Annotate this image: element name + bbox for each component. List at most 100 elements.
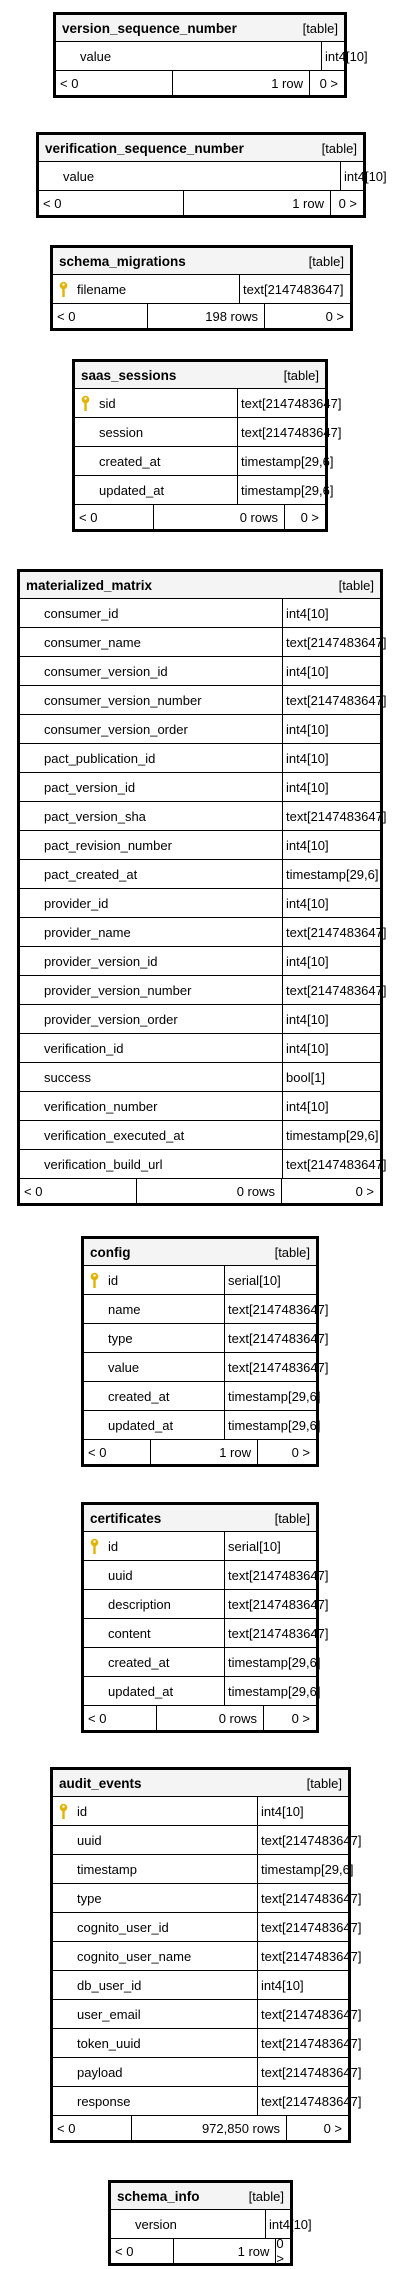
column-name-cell: uuid: [84, 1561, 225, 1589]
column-name-cell: created_at: [84, 1648, 225, 1676]
prev-page-link[interactable]: < 0: [111, 2239, 174, 2263]
column-type: timestamp[29,6]: [261, 1861, 354, 1877]
column-row[interactable]: id serial[10]: [84, 1266, 316, 1295]
table-name: materialized_matrix: [26, 577, 153, 593]
prev-page-link[interactable]: < 0: [39, 191, 184, 215]
row-count: 0 rows: [154, 505, 285, 529]
row-count: 198 rows: [148, 304, 265, 328]
row-count: 0 rows: [157, 1706, 264, 1730]
next-page-link[interactable]: 0 >: [291, 1444, 310, 1460]
column-name-cell: updated_at: [84, 1677, 225, 1705]
prev-page-link[interactable]: < 0: [84, 1706, 157, 1730]
next-page-link[interactable]: 0 >: [291, 1710, 310, 1726]
column-name-cell: provider_version_id: [20, 947, 283, 975]
column-name: id: [108, 1272, 119, 1288]
column-name: filename: [77, 281, 127, 297]
next-page-link[interactable]: 0 >: [300, 509, 319, 525]
column-type: serial[10]: [228, 1272, 281, 1288]
column-type: text[2147483647]: [228, 1301, 329, 1317]
next-page-link[interactable]: 0 >: [325, 308, 344, 324]
prev-page-link[interactable]: < 0: [20, 1179, 137, 1203]
next-page-link[interactable]: 0 >: [338, 195, 357, 211]
table-name: schema_migrations: [59, 253, 186, 269]
next-page-link[interactable]: 0 >: [323, 2120, 342, 2136]
next-page-link[interactable]: 0 >: [355, 1183, 374, 1199]
table-kind: [table]: [302, 20, 338, 36]
column-name-cell: description: [84, 1590, 225, 1618]
column-name: uuid: [77, 1832, 102, 1848]
next-page-link[interactable]: 0 >: [319, 75, 338, 91]
table-verification-sequence-number[interactable]: verification_sequence_number[table]value…: [36, 132, 387, 218]
prev-page-link[interactable]: < 0: [53, 2116, 132, 2140]
prev-page-link[interactable]: < 0: [56, 71, 173, 95]
next-page-link[interactable]: 0 >: [276, 2236, 284, 2266]
column-name: id: [77, 1803, 88, 1819]
prev-page-link[interactable]: < 0: [75, 505, 154, 529]
table-name: schema_info: [117, 2188, 200, 2204]
column-type: text[2147483647]: [286, 808, 387, 824]
prev-page-link[interactable]: < 0: [53, 304, 148, 328]
column-name-cell: cognito_user_name: [53, 1942, 258, 1970]
row-count: 1 row: [173, 71, 310, 95]
prev-page-link[interactable]: < 0: [84, 1440, 151, 1464]
